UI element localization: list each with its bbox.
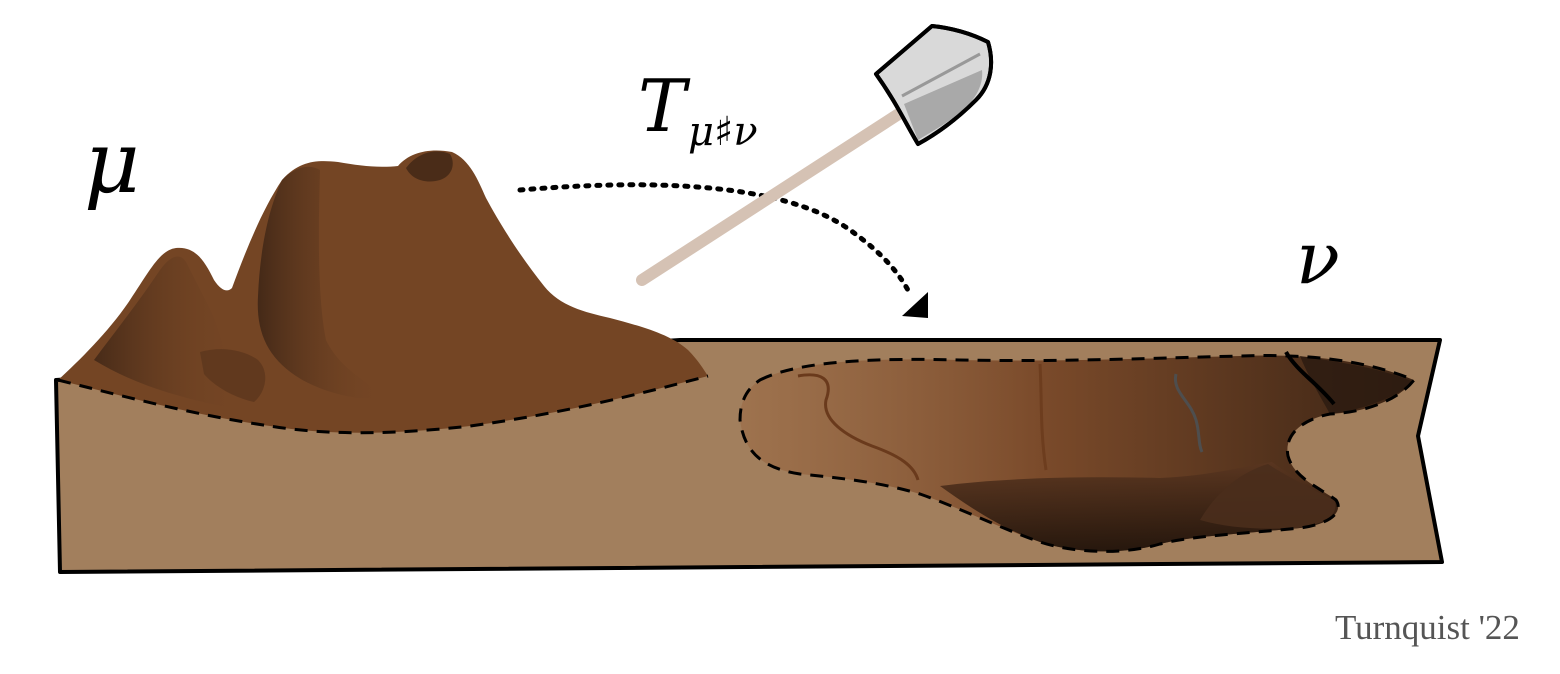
shovel-icon bbox=[636, 24, 994, 286]
target-measure-label: ν bbox=[1296, 216, 1340, 300]
arrow-head-icon bbox=[902, 292, 928, 318]
source-dirt-mound bbox=[57, 150, 709, 435]
transport-map-label: Tμ♯ν bbox=[638, 70, 758, 152]
source-measure-label: μ bbox=[84, 113, 140, 213]
target-pit bbox=[738, 350, 1417, 553]
author-credit: Turnquist '22 bbox=[1335, 608, 1520, 647]
transport-map-subscript: μ♯ν bbox=[688, 109, 758, 155]
transport-map-symbol: T bbox=[638, 64, 687, 148]
transport-arrow bbox=[517, 182, 928, 318]
